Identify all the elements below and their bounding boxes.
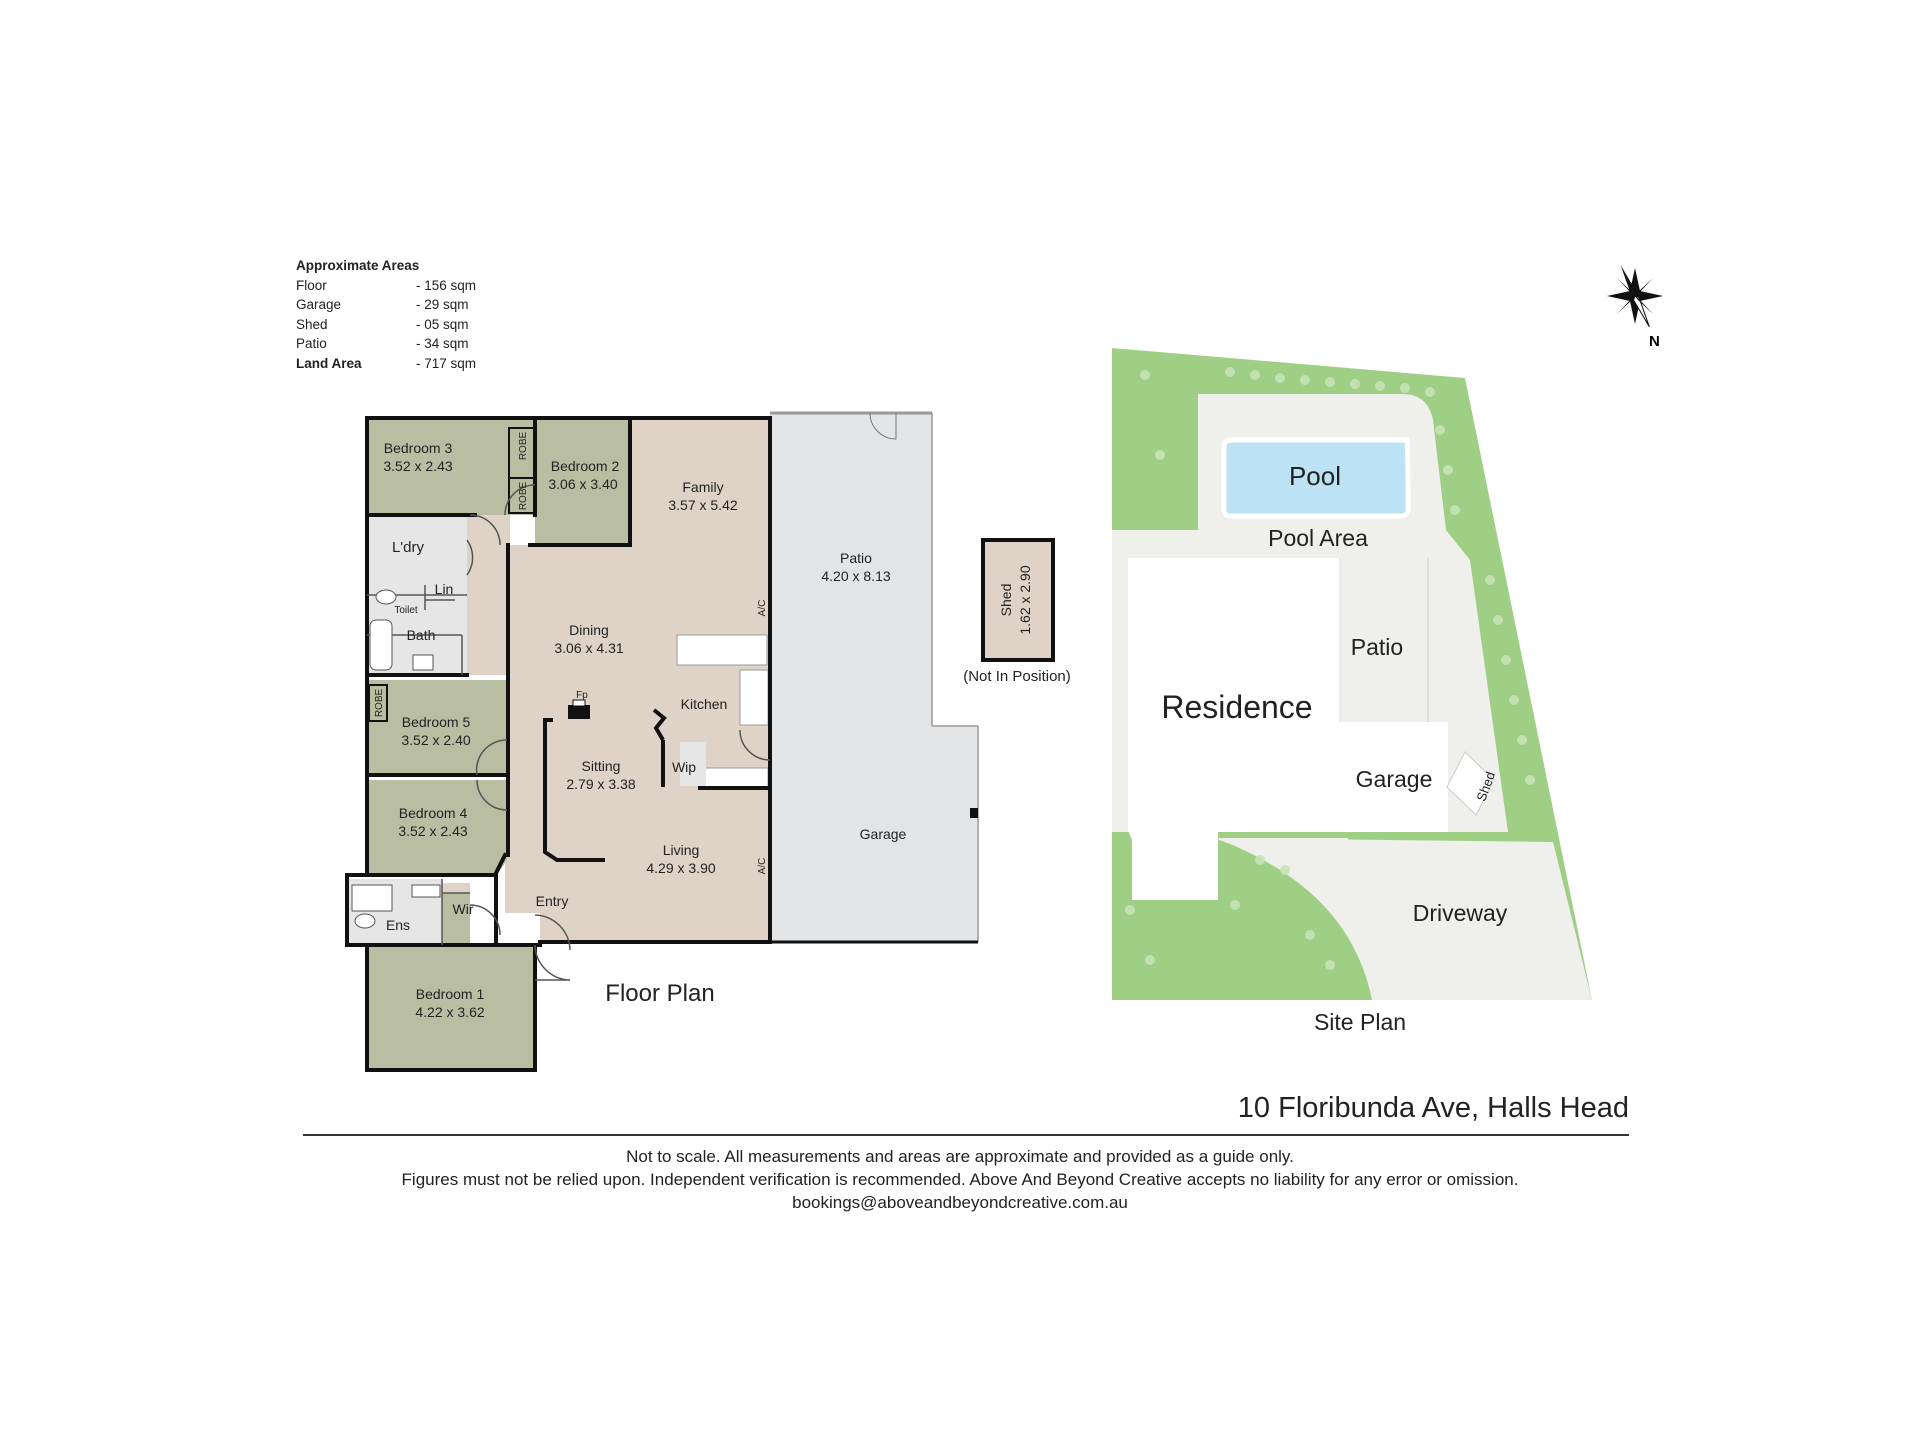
wir-room bbox=[442, 893, 470, 945]
site-shed-building bbox=[1446, 751, 1495, 816]
floor-plan-title: Floor Plan bbox=[605, 980, 714, 1007]
areas-value: - 34 sqm bbox=[416, 336, 469, 351]
linen-label: Lin bbox=[435, 581, 454, 597]
robe-label: ROBE bbox=[518, 482, 529, 511]
areas-row-garage: Garage - 29 sqm bbox=[296, 295, 476, 315]
areas-value: - 05 sqm bbox=[416, 316, 469, 332]
bedroom-4-label: Bedroom 4 bbox=[399, 805, 468, 821]
bedroom-5-room bbox=[367, 680, 507, 775]
living-zone bbox=[505, 418, 770, 942]
divider bbox=[303, 1134, 1629, 1136]
laundry-label: L'dry bbox=[392, 539, 425, 556]
residence-building bbox=[1128, 558, 1340, 900]
areas-value: - 717 sqm bbox=[416, 355, 477, 371]
family-dims: 3.57 x 5.42 bbox=[668, 497, 737, 513]
areas-value: - 29 sqm bbox=[416, 297, 469, 312]
sitting-dims: 2.79 x 3.38 bbox=[566, 776, 635, 792]
areas-label: Garage bbox=[296, 297, 342, 312]
bedroom-5-dims: 3.52 x 2.40 bbox=[401, 732, 470, 748]
garage-label: Garage bbox=[860, 826, 907, 842]
bedroom-2-dims: 3.06 x 3.40 bbox=[548, 476, 617, 492]
bath-label: Bath bbox=[407, 627, 436, 643]
disclaimer-line: Figures must not be relied upon. Indepen… bbox=[401, 1170, 1519, 1189]
ensuite-label: Ens bbox=[386, 917, 410, 933]
site-plan-title: Site Plan bbox=[1314, 1009, 1406, 1035]
areas-label: Patio bbox=[296, 336, 327, 351]
bedroom-5-label: Bedroom 5 bbox=[402, 714, 471, 730]
approximate-areas-table: Approximate Areas Floor - 156 sqm Garage… bbox=[296, 256, 476, 373]
entry-label: Entry bbox=[536, 893, 569, 909]
bedroom-2-label: Bedroom 2 bbox=[551, 458, 620, 474]
site-pool-area-label: Pool Area bbox=[1268, 525, 1368, 551]
areas-label: Land Area bbox=[296, 355, 362, 371]
pool-shape bbox=[1221, 437, 1411, 519]
site-driveway-label: Driveway bbox=[1413, 900, 1508, 926]
bedroom-4-dims: 3.52 x 2.43 bbox=[398, 823, 467, 839]
bedroom-3-label: Bedroom 3 bbox=[384, 440, 453, 456]
shed-dims: 1.62 x 2.90 bbox=[1017, 565, 1033, 634]
bedroom-3-dims: 3.52 x 2.43 bbox=[383, 458, 452, 474]
areas-row-patio: Patio - 34 sqm bbox=[296, 334, 476, 354]
areas-row-floor: Floor - 156 sqm bbox=[296, 276, 476, 296]
patio-area bbox=[770, 413, 932, 726]
site-garage-building bbox=[1340, 722, 1448, 832]
toilet-label: Toilet bbox=[394, 605, 418, 616]
wir-label: Wir bbox=[453, 901, 474, 917]
shed-label: Shed bbox=[998, 584, 1014, 617]
patio-label: Patio bbox=[840, 550, 872, 566]
garage-area bbox=[770, 726, 978, 942]
robe-label: ROBE bbox=[518, 432, 529, 461]
bedroom-2-room bbox=[535, 418, 630, 545]
property-address: 10 Floribunda Ave, Halls Head bbox=[1237, 1092, 1629, 1124]
hallway bbox=[467, 515, 510, 675]
bedroom-1-room bbox=[367, 945, 535, 1070]
dining-label: Dining bbox=[569, 622, 609, 638]
floor-plan-diagram: Bedroom 3 3.52 x 2.43 Bedroom 2 3.06 x 3… bbox=[345, 411, 1071, 1072]
fireplace-label: Fp bbox=[576, 690, 588, 701]
areas-value: - 156 sqm bbox=[416, 277, 477, 293]
living-label: Living bbox=[663, 842, 700, 858]
ac-label: A/C bbox=[757, 600, 768, 617]
living-dims: 4.29 x 3.90 bbox=[646, 860, 715, 876]
bedroom-3-room bbox=[367, 418, 535, 515]
shed-room bbox=[981, 538, 1055, 662]
driveway-paving bbox=[1218, 838, 1592, 1000]
family-label: Family bbox=[682, 479, 723, 495]
bedroom-1-label: Bedroom 1 bbox=[416, 986, 485, 1002]
sitting-label: Sitting bbox=[582, 758, 621, 774]
bedroom-1-dims: 4.22 x 3.62 bbox=[415, 1004, 484, 1020]
areas-title: Approximate Areas bbox=[296, 258, 420, 273]
ac-label: A/C bbox=[757, 858, 768, 875]
compass-north-label: N bbox=[1649, 333, 1660, 350]
site-pool-label: Pool bbox=[1289, 461, 1341, 491]
robe-label: ROBE bbox=[374, 689, 385, 718]
disclaimer-line: Not to scale. All measurements and areas… bbox=[626, 1147, 1294, 1166]
disclaimer: Not to scale. All measurements and areas… bbox=[0, 1145, 1920, 1214]
north-compass-icon: N bbox=[1607, 265, 1663, 350]
site-garage-label: Garage bbox=[1356, 766, 1433, 792]
bedroom-4-room bbox=[367, 780, 507, 875]
site-plan-diagram: Pool Pool Area Residence Patio Garage Sh… bbox=[1112, 348, 1592, 1035]
areas-label: Floor bbox=[296, 277, 327, 293]
areas-row-land: Land Area - 717 sqm bbox=[296, 354, 476, 374]
kitchen-label: Kitchen bbox=[681, 696, 728, 712]
dining-dims: 3.06 x 4.31 bbox=[554, 640, 623, 656]
site-patio-label: Patio bbox=[1351, 634, 1403, 660]
patio-dims: 4.20 x 8.13 bbox=[821, 568, 890, 584]
wip-label: Wip bbox=[672, 759, 696, 775]
contact-email: bookings@aboveandbeyondcreative.com.au bbox=[792, 1193, 1128, 1212]
areas-row-shed: Shed - 05 sqm bbox=[296, 315, 476, 335]
shed-note: (Not In Position) bbox=[963, 668, 1071, 685]
areas-label: Shed bbox=[296, 316, 328, 332]
site-residence-label: Residence bbox=[1161, 689, 1312, 725]
